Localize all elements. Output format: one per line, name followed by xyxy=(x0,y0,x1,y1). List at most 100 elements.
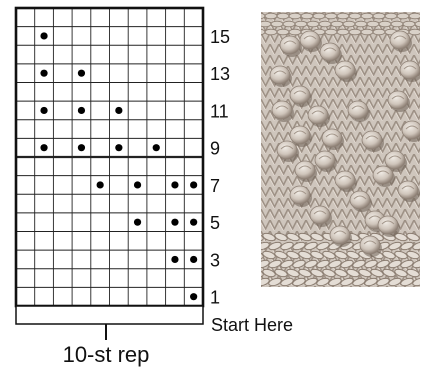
garter-purl-bump xyxy=(283,21,295,27)
garter-purl-bump xyxy=(361,29,373,35)
knit-bobble xyxy=(330,226,350,244)
bobble-dot xyxy=(115,107,122,114)
garter-purl-bump xyxy=(403,21,415,27)
row-number-label: 13 xyxy=(210,64,230,84)
knit-bobble xyxy=(272,101,292,119)
knit-bobble xyxy=(335,61,355,79)
garter-purl-bump xyxy=(277,29,289,35)
knit-bobble xyxy=(402,121,422,139)
bobble-dot xyxy=(78,70,85,77)
row-number-label: 15 xyxy=(210,27,230,47)
garter-purl-bump xyxy=(373,29,385,35)
row-numbers: 13579111315 xyxy=(210,27,230,308)
knit-bobble xyxy=(350,191,370,209)
bobble-dot xyxy=(190,181,197,188)
garter-purl-bump xyxy=(265,13,277,19)
garter-purl-bump xyxy=(397,13,409,19)
garter-purl-bump xyxy=(337,29,349,35)
bobble-dot xyxy=(190,219,197,226)
knit-bobble xyxy=(378,216,398,234)
knit-bobble xyxy=(308,106,328,124)
garter-purl-bump xyxy=(409,13,421,19)
bobble-dot xyxy=(40,70,47,77)
garter-purl-bump xyxy=(415,21,427,27)
start-here-label: Start Here xyxy=(211,315,293,335)
knit-bobble xyxy=(400,61,420,79)
bobble-dot xyxy=(171,181,178,188)
bobble-dot xyxy=(153,144,160,151)
knit-bobble xyxy=(290,86,310,104)
bobble-dot xyxy=(171,219,178,226)
knit-bobble xyxy=(362,131,382,149)
garter-purl-bump xyxy=(259,21,271,27)
knit-bobble xyxy=(322,129,342,147)
knit-bobble xyxy=(348,101,368,119)
row-number-label: 9 xyxy=(210,139,220,159)
bobble-dot xyxy=(40,32,47,39)
garter-purl-bump xyxy=(355,21,367,27)
knit-bobble xyxy=(315,151,335,169)
garter-purl-bump xyxy=(385,13,397,19)
garter-purl-bump xyxy=(367,21,379,27)
garter-purl-bump xyxy=(349,13,361,19)
garter-purl-bump xyxy=(289,13,301,19)
garter-purl-bump xyxy=(307,21,319,27)
knit-bobble xyxy=(310,206,330,224)
knit-bobble xyxy=(300,31,320,49)
bobble-dot xyxy=(190,256,197,263)
bobble-dot xyxy=(97,181,104,188)
garter-purl-bump xyxy=(271,21,283,27)
garter-purl-bump xyxy=(409,29,421,35)
knit-bobble xyxy=(388,91,408,109)
row-number-label: 7 xyxy=(210,176,220,196)
bobble-dots xyxy=(40,32,197,300)
knit-bobble xyxy=(385,151,405,169)
garter-purl-bump xyxy=(301,13,313,19)
knit-bobble xyxy=(290,186,310,204)
garter-purl-bump xyxy=(361,13,373,19)
bobble-dot xyxy=(40,107,47,114)
row-number-label: 1 xyxy=(210,288,220,308)
garter-purl-bump xyxy=(373,13,385,19)
garter-purl-bump xyxy=(253,29,265,35)
bobble-dot xyxy=(190,293,197,300)
knit-bobble xyxy=(270,66,290,84)
garter-purl-bump xyxy=(295,21,307,27)
garter-purl-bump xyxy=(349,29,361,35)
garter-purl-bump xyxy=(277,13,289,19)
knit-bobble xyxy=(335,171,355,189)
row-number-label: 11 xyxy=(210,101,229,121)
bobble-dot xyxy=(78,144,85,151)
knit-bobble xyxy=(373,166,393,184)
garter-purl-bump xyxy=(319,21,331,27)
garter-purl-bump xyxy=(265,29,277,35)
bobble-dot xyxy=(134,219,141,226)
garter-purl-bump xyxy=(325,13,337,19)
bobble-dot xyxy=(134,181,141,188)
garter-purl-bump xyxy=(331,21,343,27)
knit-bobble xyxy=(277,141,297,159)
garter-purl-bump xyxy=(253,13,265,19)
garter-purl-bump xyxy=(379,21,391,27)
start-row-box xyxy=(16,306,203,324)
knit-bobble xyxy=(360,236,380,254)
repeat-label: 10-st rep xyxy=(63,342,150,367)
knit-bobble xyxy=(290,126,310,144)
garter-purl-bump xyxy=(337,13,349,19)
garter-purl-bump xyxy=(325,29,337,35)
garter-purl-bump xyxy=(343,21,355,27)
knit-bobble xyxy=(320,43,340,61)
bobble-dot xyxy=(171,256,178,263)
row-number-label: 5 xyxy=(210,213,220,233)
row-number-label: 3 xyxy=(210,250,220,270)
knit-bobble xyxy=(390,31,410,49)
bobble-dot xyxy=(78,107,85,114)
garter-purl-bump xyxy=(313,13,325,19)
bobble-dot xyxy=(115,144,122,151)
knit-bobble xyxy=(398,181,418,199)
knit-bobble xyxy=(295,161,315,179)
garter-purl-bump xyxy=(289,29,301,35)
knit-bobble xyxy=(280,36,300,54)
